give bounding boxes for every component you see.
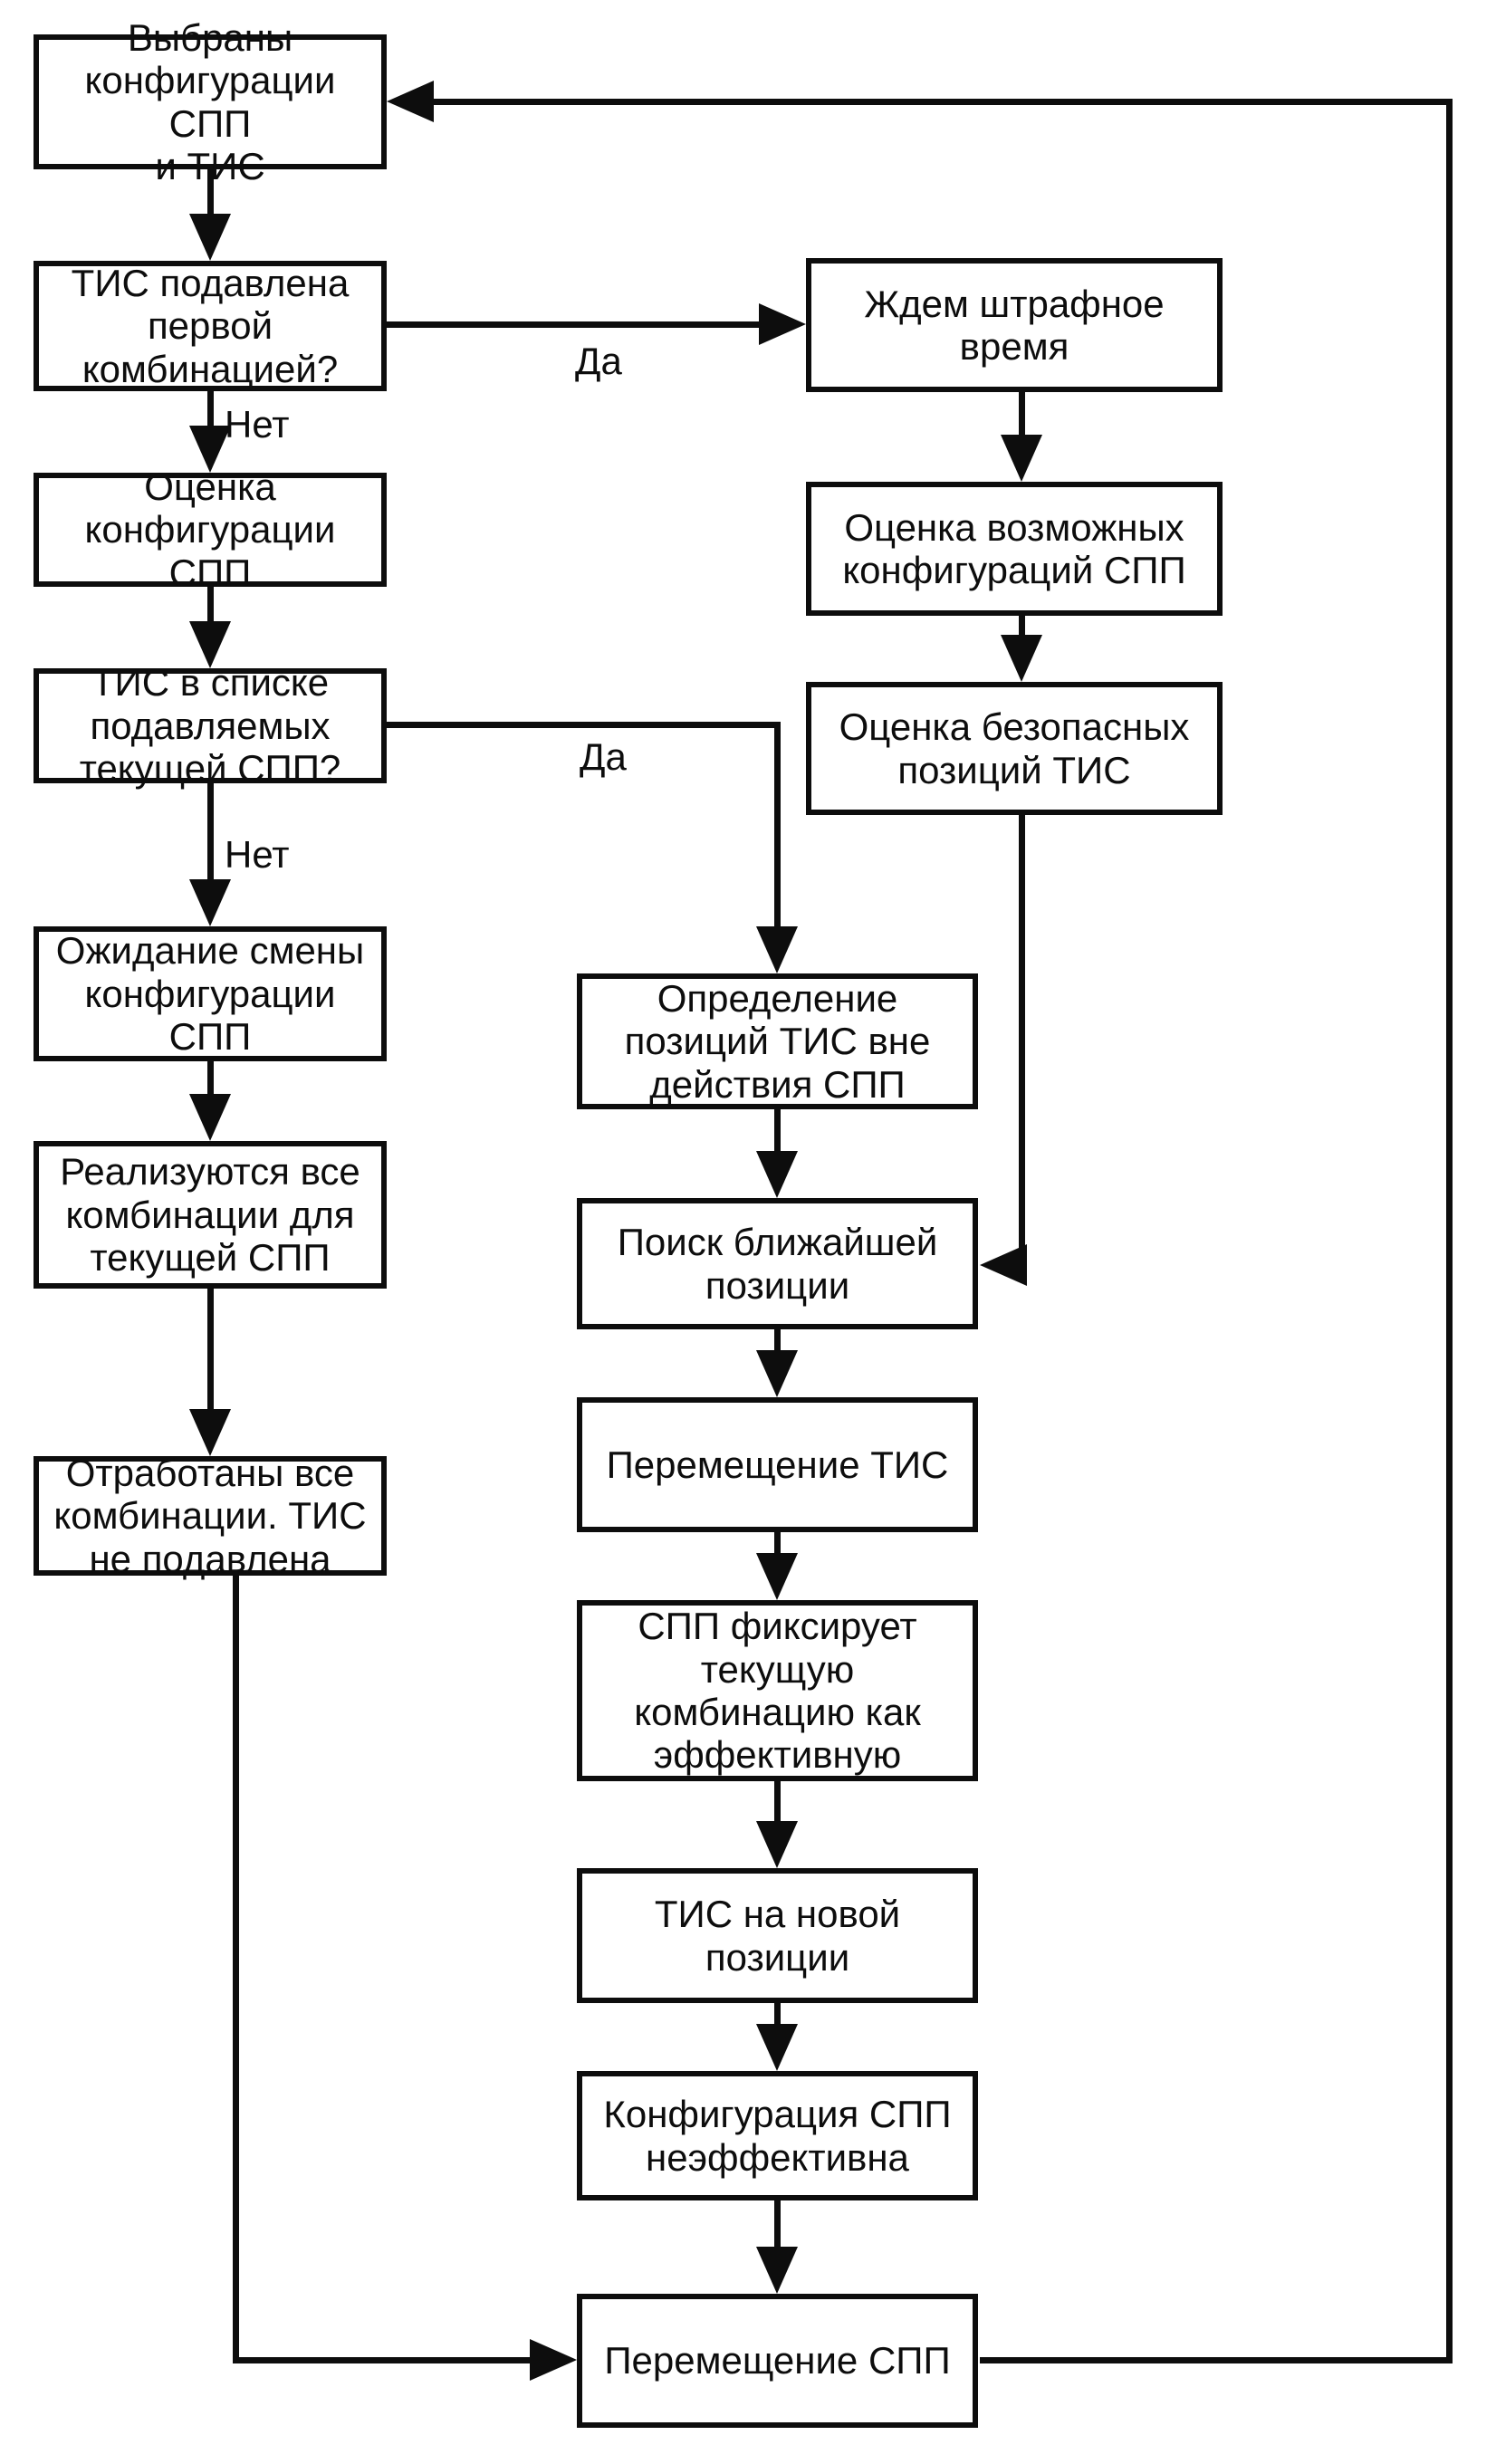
node-opredelenie-pozicij-tis: Определение позиций ТИС вне действия СПП: [577, 973, 978, 1109]
edge-podavlena-da-to-zhdem-arrowhead: [759, 303, 806, 345]
node-tis-na-novoj-pozicii: ТИС на новой позиции: [577, 1868, 978, 2003]
edge-label-net-2: Нет: [225, 833, 290, 876]
edge-neeffektivna-to-peremeshchenie-spp-line: [774, 2200, 781, 2247]
edge-spiske-da-vline: [774, 722, 781, 926]
node-poisk-blizhajshej-pozicii: Поиск ближайшей позиции: [577, 1198, 978, 1329]
edge-label-net-1: Нет: [225, 403, 290, 446]
edge-realizuyutsya-to-otrabotany-line: [207, 1289, 214, 1409]
edge-peremeshchenie-tis-to-fiksiruet-line: [774, 1532, 781, 1553]
edge-fiksiruet-to-novaya-arrowhead: [756, 1821, 798, 1868]
edge-fiksiruet-to-novaya-line: [774, 1781, 781, 1821]
edge-podavlena-da-to-zhdem-line: [387, 321, 759, 328]
edge-spiske-da-hline: [387, 722, 781, 728]
node-peremeshchenie-tis: Перемещение ТИС: [577, 1397, 978, 1532]
edge-vozmozhnyh-to-bezopasnyh-line: [1019, 616, 1025, 635]
node-ocenka-vozmozhnyh-konfiguracij: Оценка возможных конфигураций СПП: [806, 482, 1223, 616]
edge-novaya-to-neeffektivna-line: [774, 2003, 781, 2024]
edge-spiske-to-ozhidanie-arrowhead: [189, 879, 231, 926]
edge-spiske-to-ozhidanie-line: [207, 783, 214, 879]
edge-opredelenie-to-poisk-arrowhead: [756, 1151, 798, 1198]
edge-otrabotany-to-peremeshchenie-spp-arrowhead: [530, 2339, 577, 2381]
edge-neeffektivna-to-peremeshchenie-spp-arrowhead: [756, 2247, 798, 2294]
edge-zhdem-to-vozmozhnyh-arrowhead: [1001, 435, 1042, 482]
edge-vybrany-to-podavlena-arrowhead: [189, 214, 231, 261]
edge-ocenka-to-spiske-arrowhead: [189, 621, 231, 668]
edge-label-da-2: Да: [580, 735, 627, 778]
node-peremeshchenie-spp: Перемещение СПП: [577, 2294, 978, 2428]
node-tis-podavlena-pervoj: ТИС подавлена первой комбинацией?: [34, 261, 387, 391]
node-otrabotany-vse-kombinacii: Отработаны все комбинации. ТИС не подавл…: [34, 1452, 387, 1580]
node-spp-fiksiruet-kombinaciyu: СПП фиксирует текущую комбинацию как эфф…: [577, 1600, 978, 1781]
edge-vozmozhnyh-to-bezopasnyh-arrowhead: [1001, 635, 1042, 682]
edge-feedback-arrowhead: [387, 81, 434, 122]
edge-otrabotany-to-peremeshchenie-spp-hline: [233, 2357, 530, 2363]
edge-poisk-to-peremeshchenie-tis-line: [774, 1329, 781, 1350]
edge-vybrany-to-podavlena-line: [207, 169, 214, 214]
node-realizuyutsya-vse-kombinacii: Реализуются все комбинации для текущей С…: [34, 1141, 387, 1289]
edge-opredelenie-to-poisk-line: [774, 1109, 781, 1151]
node-ocenka-konfiguracii-spp: Оценка конфигурации СПП: [34, 465, 387, 594]
edge-feedback-top-hline: [434, 99, 1453, 105]
edge-otrabotany-to-peremeshchenie-spp-vline: [233, 1576, 239, 2360]
edge-feedback-right-vline: [1446, 101, 1453, 2360]
node-vybrany-konfiguracii: Выбраны конфигурации СПП и ТИС: [34, 16, 387, 187]
edge-podavlena-to-ocenka-arrowhead: [189, 426, 231, 473]
edge-novaya-to-neeffektivna-arrowhead: [756, 2024, 798, 2071]
edge-ocenka-to-spiske-line: [207, 587, 214, 621]
node-zhdem-shtrafnoe-vremya: Ждем штрафное время: [806, 258, 1223, 392]
node-tis-v-spiske-podavlyaemyh: ТИС в списке подавляемых текущей СПП?: [34, 661, 387, 790]
edge-ozhidanie-to-realizuyutsya-line: [207, 1061, 214, 1094]
edge-bezopasnyh-to-poisk-vline: [1019, 815, 1025, 1269]
node-ocenka-bezopasnyh-pozicij: Оценка безопасных позиций ТИС: [806, 682, 1223, 815]
edge-feedback-bottom-hline: [980, 2357, 1453, 2363]
edge-zhdem-to-vozmozhnyh-line: [1019, 392, 1025, 435]
edge-spiske-da-arrowhead: [756, 926, 798, 973]
edge-podavlena-to-ocenka-line: [207, 391, 214, 426]
edge-poisk-to-peremeshchenie-tis-arrowhead: [756, 1350, 798, 1397]
edge-ozhidanie-to-realizuyutsya-arrowhead: [189, 1094, 231, 1141]
node-ozhidanie-smeny-konfiguracii: Ожидание смены конфигурации СПП: [34, 926, 387, 1061]
node-konfiguraciya-spp-neeffektivna: Конфигурация СПП неэффективна: [577, 2071, 978, 2200]
edge-bezopasnyh-to-poisk-arrowhead: [980, 1244, 1027, 1286]
edge-peremeshchenie-tis-to-fiksiruet-arrowhead: [756, 1553, 798, 1600]
edge-realizuyutsya-to-otrabotany-arrowhead: [189, 1409, 231, 1456]
edge-label-da-1: Да: [575, 340, 622, 382]
